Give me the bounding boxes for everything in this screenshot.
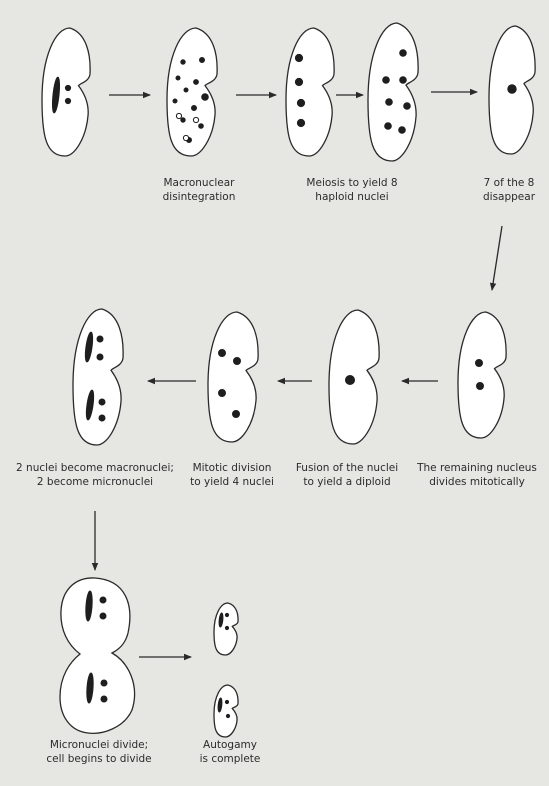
- nucleus: [176, 76, 180, 80]
- caption-line: Meiosis to yield 8: [306, 176, 397, 190]
- nucleus: [233, 411, 240, 418]
- caption-line: Autogamy: [200, 738, 261, 752]
- nucleus: [297, 119, 304, 126]
- caption-line: Micronuclei divide;: [46, 738, 151, 752]
- nucleus: [346, 376, 355, 385]
- caption-line: divides mitotically: [417, 475, 537, 489]
- nucleus: [202, 94, 209, 101]
- nucleus: [297, 99, 304, 106]
- nucleus: [295, 78, 302, 85]
- nucleus: [97, 336, 103, 342]
- nucleus: [219, 390, 226, 397]
- nucleus: [476, 360, 483, 367]
- nucleus: [99, 415, 105, 421]
- paramecium-cell: [167, 28, 217, 156]
- paramecium-cell: [214, 685, 238, 737]
- nucleus: [101, 696, 107, 702]
- caption-fusion: Fusion of the nuclei to yield a diploid: [296, 461, 398, 489]
- caption-line: to yield a diploid: [296, 475, 398, 489]
- paramecium-cell: [42, 28, 90, 156]
- nucleus: [400, 50, 407, 57]
- caption-macronuclear-disintegration: Macronuclear disintegration: [163, 176, 236, 204]
- nucleus: [181, 60, 185, 64]
- paramecium-cell: [208, 312, 258, 442]
- nucleus: [234, 358, 241, 365]
- caption-line: Mitotic division: [190, 461, 274, 475]
- caption-become-macronuclei: 2 nuclei become macronuclei; 2 become mi…: [16, 461, 174, 489]
- nucleus: [199, 124, 204, 129]
- nucleus: [295, 54, 302, 61]
- nucleus: [97, 354, 103, 360]
- micronucleus-fragment: [193, 117, 198, 122]
- nucleus: [383, 77, 390, 84]
- arrow: [492, 226, 502, 290]
- paramecium-cell: [329, 310, 379, 444]
- paramecium-cell: [73, 309, 123, 445]
- caption-line: haploid nuclei: [306, 190, 397, 204]
- nucleus: [184, 88, 188, 92]
- nucleus: [219, 350, 226, 357]
- caption-line: disintegration: [163, 190, 236, 204]
- caption-line: is complete: [200, 752, 261, 766]
- caption-line: to yield 4 nuclei: [190, 475, 274, 489]
- caption-remaining-divides: The remaining nucleus divides mitoticall…: [417, 461, 537, 489]
- nucleus: [400, 77, 407, 84]
- caption-line: 2 become micronuclei: [16, 475, 174, 489]
- nucleus: [99, 399, 105, 405]
- nucleus: [385, 123, 392, 130]
- caption-line: 7 of the 8: [483, 176, 535, 190]
- nucleus: [477, 383, 484, 390]
- nucleus: [200, 58, 205, 63]
- caption-meiosis: Meiosis to yield 8 haploid nuclei: [306, 176, 397, 204]
- micronucleus-fragment: [176, 113, 181, 118]
- caption-micronuclei-divide: Micronuclei divide; cell begins to divid…: [46, 738, 151, 766]
- paramecium-cell: [286, 28, 334, 156]
- paramecium-cell: [458, 312, 506, 438]
- nucleus: [173, 99, 177, 103]
- nucleus: [399, 127, 406, 134]
- nucleus: [65, 98, 70, 103]
- paramecium-cell: [368, 23, 418, 161]
- caption-mitotic-division: Mitotic division to yield 4 nuclei: [190, 461, 274, 489]
- nucleus: [181, 118, 185, 122]
- nucleus: [404, 103, 411, 110]
- nucleus: [225, 700, 228, 703]
- nucleus: [194, 80, 199, 85]
- nucleus: [225, 626, 228, 629]
- caption-line: Macronuclear: [163, 176, 236, 190]
- caption-line: cell begins to divide: [46, 752, 151, 766]
- nucleus: [225, 613, 228, 616]
- nucleus: [386, 99, 393, 106]
- caption-line: The remaining nucleus: [417, 461, 537, 475]
- nucleus: [226, 714, 229, 717]
- dividing-cell: [60, 578, 135, 733]
- caption-autogamy-complete: Autogamy is complete: [200, 738, 261, 766]
- micronucleus-fragment: [183, 135, 188, 140]
- nucleus: [100, 613, 106, 619]
- caption-seven-disappear: 7 of the 8 disappear: [483, 176, 535, 204]
- nucleus: [508, 85, 516, 93]
- nucleus: [65, 85, 70, 90]
- nucleus: [100, 597, 106, 603]
- caption-line: 2 nuclei become macronuclei;: [16, 461, 174, 475]
- nucleus: [192, 106, 197, 111]
- nucleus: [101, 680, 107, 686]
- caption-line: Fusion of the nuclei: [296, 461, 398, 475]
- caption-line: disappear: [483, 190, 535, 204]
